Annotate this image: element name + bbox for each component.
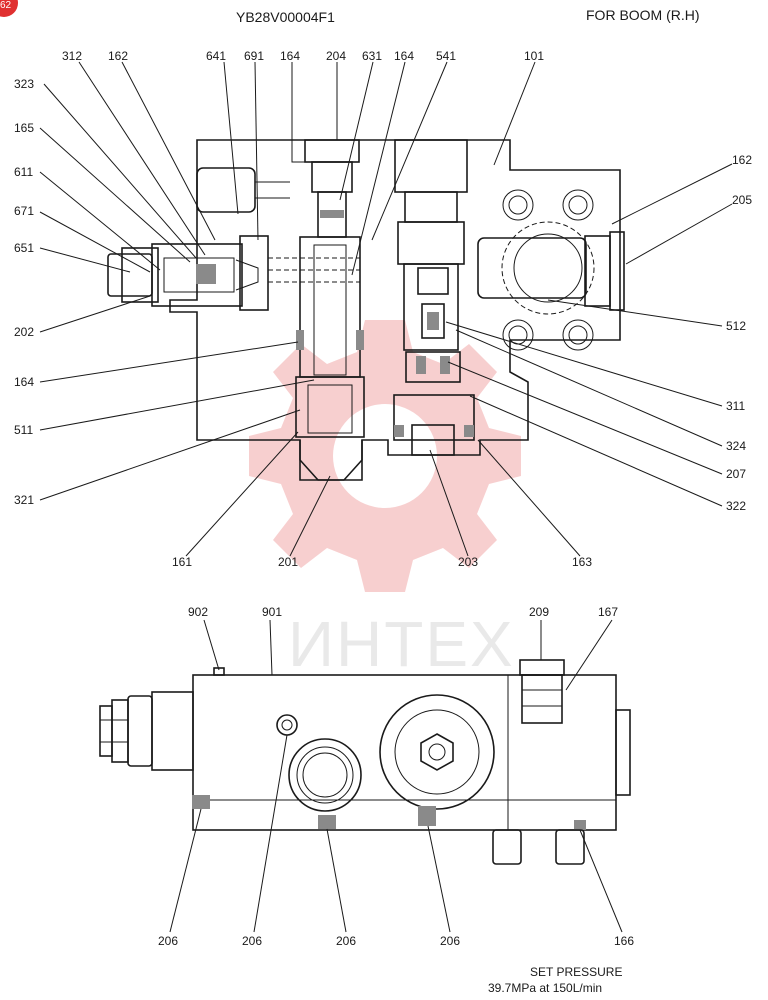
callout-166: 166 [614, 934, 634, 948]
top-view [107, 139, 625, 481]
set-pressure-value: 39.7MPa at 150L/min [488, 981, 602, 995]
callout-165: 165 [14, 121, 34, 135]
callout-512: 512 [726, 319, 746, 333]
callout-321: 321 [14, 493, 34, 507]
callout-206-c: 206 [336, 934, 356, 948]
application-label: FOR BOOM (R.H) [586, 7, 700, 23]
callout-312: 312 [62, 49, 82, 63]
callout-201: 201 [278, 555, 298, 569]
callout-164-a: 164 [280, 49, 300, 63]
callout-161: 161 [172, 555, 192, 569]
callout-162-right: 162 [732, 153, 752, 167]
callout-651: 651 [14, 241, 34, 255]
valve-body-outline [169, 139, 621, 481]
callout-163: 163 [572, 555, 592, 569]
callout-202: 202 [14, 325, 34, 339]
callout-902: 902 [188, 605, 208, 619]
bottom-leaders [169, 619, 623, 933]
callout-203: 203 [458, 555, 478, 569]
callout-691: 691 [244, 49, 264, 63]
callout-206-d: 206 [440, 934, 460, 948]
set-pressure-label: SET PRESSURE [530, 965, 622, 979]
watermark-text: ИНТЕХ [288, 608, 515, 680]
callout-511: 511 [14, 423, 33, 437]
callout-324: 324 [726, 439, 746, 453]
callout-207: 207 [726, 467, 746, 481]
watermark: ИНТЕХ [249, 320, 521, 680]
set-pressure-note: SET PRESSURE 39.7MPa at 150L/min [488, 965, 622, 995]
relief-valve-left [107, 235, 360, 311]
callout-162: 162 [108, 49, 128, 63]
bolt-holes [502, 189, 594, 351]
callout-205: 205 [732, 193, 752, 207]
top-leaders [39, 61, 733, 557]
callout-611: 611 [14, 165, 33, 179]
callout-322: 322 [726, 499, 746, 513]
spool-cartridge-right [393, 139, 475, 456]
top-callouts: 312 162 641 691 164 204 631 164 541 101 … [14, 49, 752, 569]
page-badge: 62 [0, 0, 18, 17]
bottom-view [99, 659, 631, 865]
callout-101: 101 [524, 49, 544, 63]
callout-641: 641 [206, 49, 226, 63]
callout-164-b: 164 [394, 49, 414, 63]
page-badge-text: 62 [0, 0, 12, 11]
callout-311: 311 [726, 399, 745, 413]
callout-204: 204 [326, 49, 346, 63]
callout-206-b: 206 [242, 934, 262, 948]
callout-541: 541 [436, 49, 456, 63]
callout-209: 209 [529, 605, 549, 619]
callout-631: 631 [362, 49, 382, 63]
callout-323: 323 [14, 77, 34, 91]
callout-167: 167 [598, 605, 618, 619]
drawing-number: YB28V00004F1 [236, 9, 335, 25]
spool-cartridge-center [295, 139, 365, 481]
callout-206-a: 206 [158, 934, 178, 948]
callout-901: 901 [262, 605, 282, 619]
callout-164-c: 164 [14, 375, 34, 389]
bottom-callouts: 902 901 209 167 206 206 206 206 166 [158, 605, 634, 948]
callout-671: 671 [14, 204, 34, 218]
bottom-body-outline [192, 674, 617, 831]
